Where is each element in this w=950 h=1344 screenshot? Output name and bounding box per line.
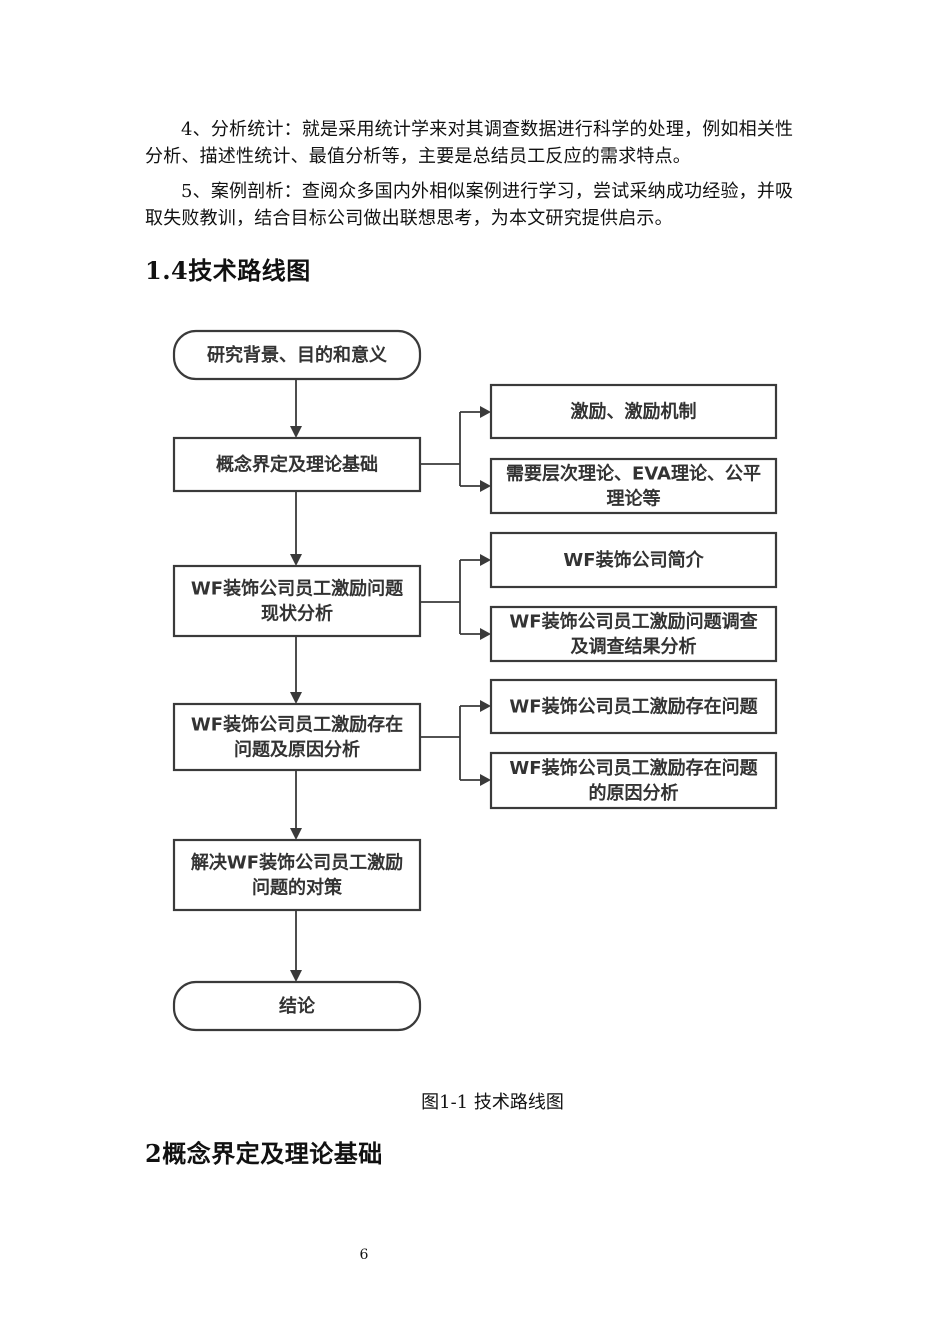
flow-side-box-1: 激励、激励机制 [489, 383, 778, 440]
flow-side-box-6-text: WF装饰公司员工激励存在问题 [509, 757, 758, 779]
flow-main-box-3-text: 现状分析 [261, 603, 333, 625]
page-number: 6 [359, 1247, 369, 1263]
flow-main-box-2-frame [172, 436, 422, 493]
flowchart-boxes: 研究背景、目的和意义概念界定及理论基础WF装饰公司员工激励问题现状分析WF装饰公… [172, 329, 778, 1032]
flow-side-box-4-text: 及调查结果分析 [571, 636, 697, 658]
flow-main-box-2-text: 概念界定及理论基础 [216, 454, 378, 476]
flow-main-box-1-text: 研究背景、目的和意义 [207, 344, 387, 366]
flowchart-connectors [290, 379, 491, 982]
flow-main-box-4-text: 问题及原因分析 [234, 739, 360, 761]
flow-side-box-2-text: 理论等 [607, 488, 661, 510]
section-heading-technical-roadmap: 1.4技术路线图 [145, 256, 311, 285]
flow-main-box-3-text: WF装饰公司员工激励问题 [191, 578, 404, 600]
flow-main-box-6-frame [172, 980, 422, 1032]
flow-side-box-3: WF装饰公司简介 [489, 531, 778, 589]
flow-side-box-5: WF装饰公司员工激励存在问题 [489, 678, 778, 735]
flow-side-box-3-text: WF装饰公司简介 [563, 549, 704, 571]
flow-main-box-2: 概念界定及理论基础 [172, 436, 422, 493]
flow-main-box-4-text: WF装饰公司员工激励存在 [191, 714, 403, 736]
flow-main-box-3-frame [172, 564, 422, 638]
flow-side-box-2-text: 需要层次理论、EVA理论、公平 [506, 463, 761, 485]
flow-side-box-1-text: 激励、激励机制 [571, 401, 697, 423]
flow-side-box-3-frame [489, 531, 778, 589]
paragraph-case-study: 5、案例剖析：查阅众多国内外相似案例进行学习，尝试采纳成功经验，并吸取失败教训，… [145, 181, 794, 229]
paragraph-analysis-statistics: 4、分析统计：就是采用统计学来对其调查数据进行科学的处理，例如相关性分析、描述性… [145, 119, 794, 167]
flow-side-box-4-frame [489, 605, 778, 663]
flow-main-box-6-text: 结论 [279, 995, 316, 1017]
flow-main-box-1-frame [172, 329, 422, 381]
flow-side-box-5-frame [489, 678, 778, 735]
flow-main-box-4-frame [172, 702, 422, 772]
flow-main-box-5-text: 解决WF装饰公司员工激励 [191, 852, 403, 874]
flow-side-box-2-frame [489, 457, 778, 515]
flow-side-box-4-text: WF装饰公司员工激励问题调查 [509, 611, 757, 633]
figure-caption: 图1-1 技术路线图 [421, 1092, 564, 1113]
flow-side-box-6-text: 的原因分析 [589, 782, 679, 804]
flow-main-box-6: 结论 [172, 980, 422, 1032]
flow-main-box-5-text: 问题的对策 [252, 877, 343, 899]
flow-side-box-1-frame [489, 383, 778, 440]
flow-main-box-5-frame [172, 838, 422, 912]
flow-side-box-5-text: WF装饰公司员工激励存在问题 [509, 696, 758, 718]
flow-main-box-1: 研究背景、目的和意义 [172, 329, 422, 381]
flow-side-box-6-frame [489, 751, 778, 810]
section-heading-concepts-theory: 2概念界定及理论基础 [145, 1139, 383, 1168]
